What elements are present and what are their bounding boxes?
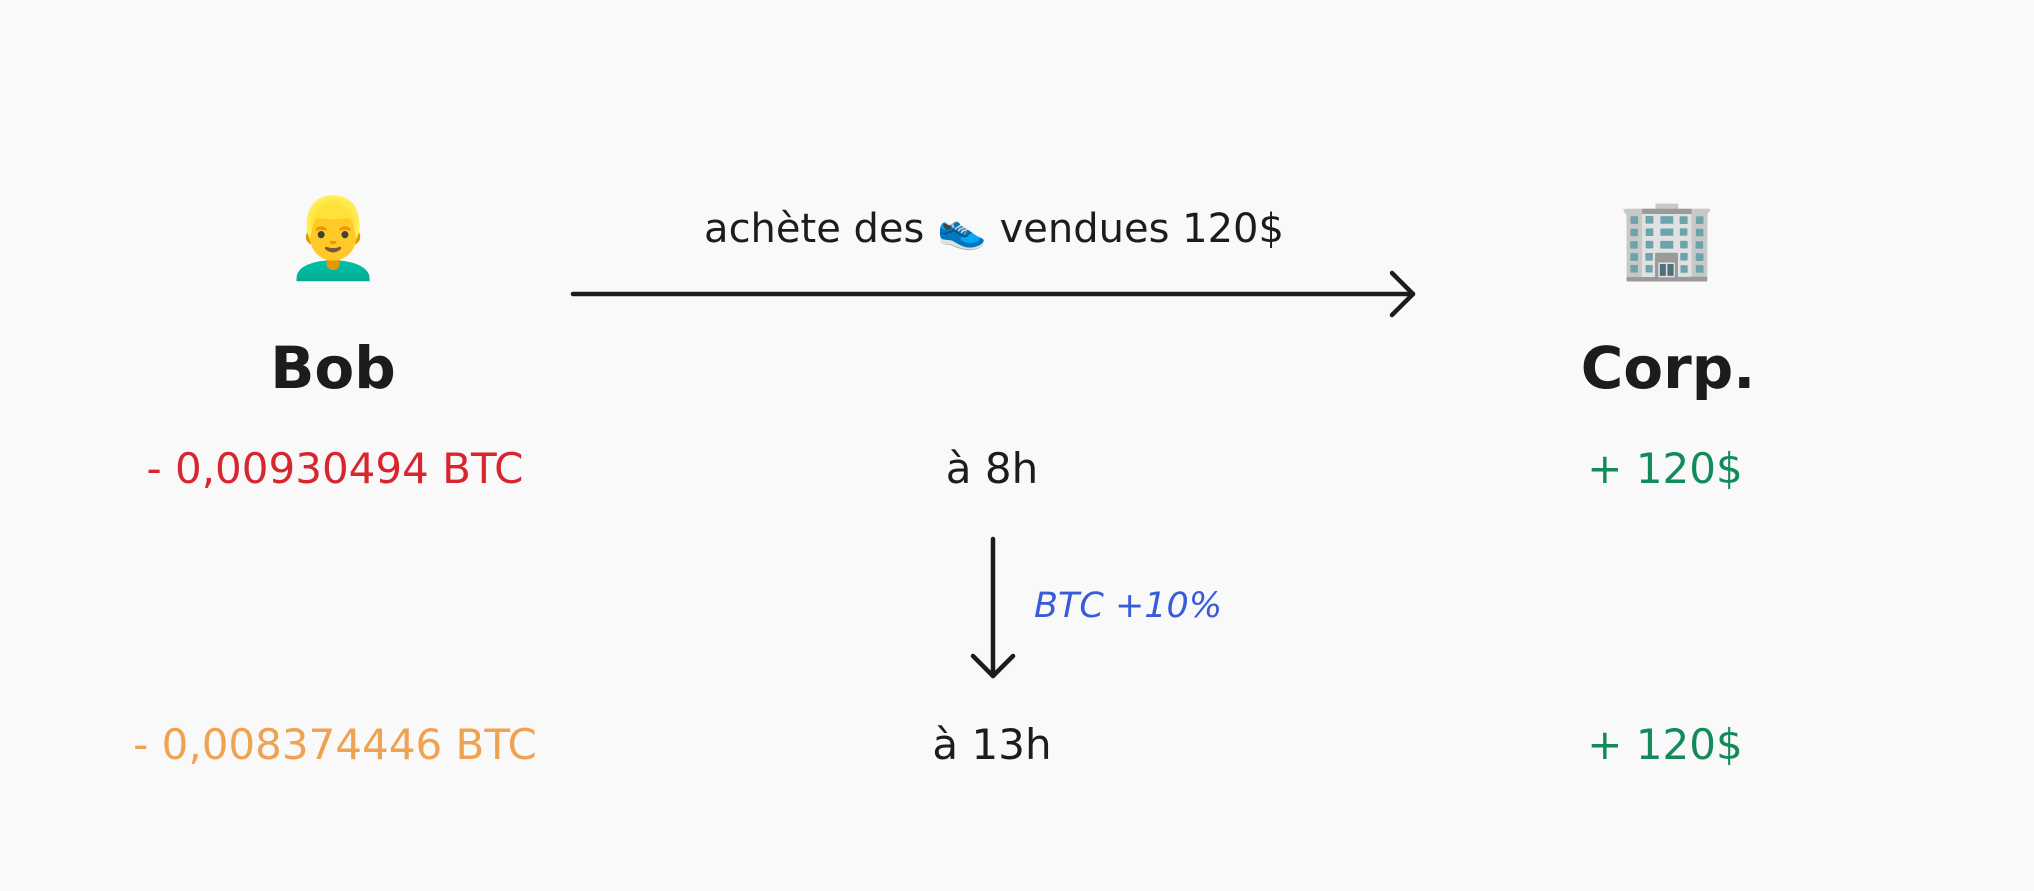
- transaction-arrow-head: [1389, 270, 1416, 318]
- time-label-13h: à 13h: [932, 720, 1052, 769]
- time-arrow-head: [970, 653, 1016, 679]
- office-building-icon: 🏢: [1618, 194, 1716, 284]
- time-arrow: [970, 536, 1016, 679]
- seller-amount-8h: + 120$: [1587, 444, 1743, 493]
- transaction-label: achète des 👟 vendues 120$: [704, 206, 1284, 252]
- transaction-arrow: [570, 270, 1416, 318]
- seller-name: Corp.: [1580, 334, 1756, 402]
- buyer-amount-13h: - 0,008374446 BTC: [133, 720, 537, 769]
- buyer-amount-8h: - 0,00930494 BTC: [146, 444, 524, 493]
- blond-man-icon: 👱‍♂️: [284, 194, 382, 284]
- time-label-8h: à 8h: [945, 444, 1039, 493]
- seller-amount-13h: + 120$: [1587, 720, 1743, 769]
- price-change-label: BTC +10%: [1034, 586, 1223, 626]
- buyer-name: Bob: [270, 334, 396, 402]
